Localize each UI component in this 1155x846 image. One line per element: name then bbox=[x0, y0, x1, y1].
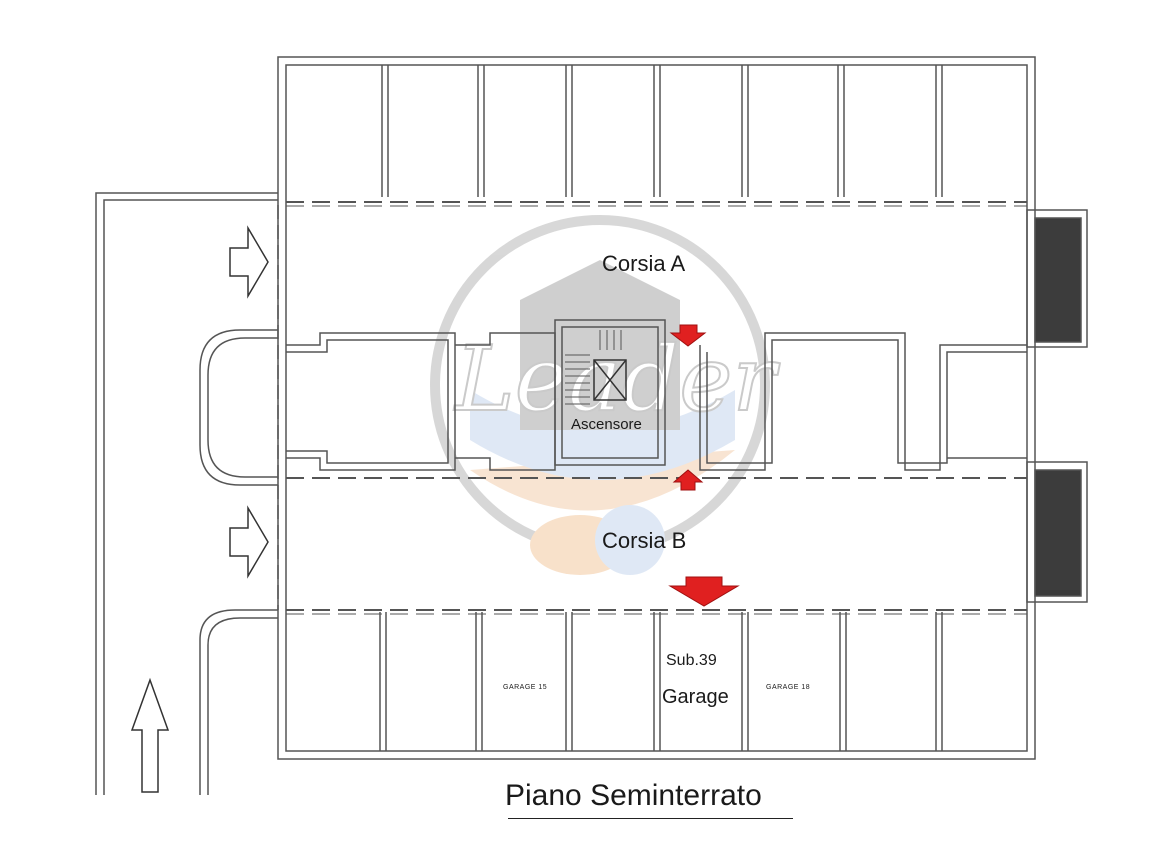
access-road bbox=[95, 192, 278, 795]
stairs bbox=[565, 330, 622, 405]
unit-sub-label: Sub.39 bbox=[666, 652, 717, 669]
ramp-b bbox=[1034, 469, 1082, 597]
elevator-icon bbox=[593, 359, 627, 401]
watermark-logo: Leader bbox=[430, 215, 782, 575]
entry-arrow-icon bbox=[229, 225, 269, 579]
unit-type-label: Garage bbox=[662, 686, 729, 708]
title-underline bbox=[508, 818, 793, 819]
central-core bbox=[286, 319, 1027, 471]
ramp-a bbox=[1034, 217, 1082, 343]
bottom-garages bbox=[379, 612, 943, 751]
elevator-label: Ascensore bbox=[571, 416, 642, 433]
corsia-a-label: Corsia A bbox=[602, 251, 686, 276]
page-title: Piano Seminterrato bbox=[505, 779, 762, 812]
corsia-b-label: Corsia B bbox=[602, 528, 687, 553]
watermark-text: Leader bbox=[453, 327, 781, 432]
top-garages bbox=[381, 65, 943, 197]
garage-18-label: GARAGE 18 bbox=[766, 684, 811, 691]
garage-15-label: GARAGE 15 bbox=[503, 684, 548, 691]
red-arrow-icon bbox=[668, 324, 740, 607]
up-arrow-icon bbox=[130, 677, 170, 793]
building-walls bbox=[277, 56, 1088, 760]
